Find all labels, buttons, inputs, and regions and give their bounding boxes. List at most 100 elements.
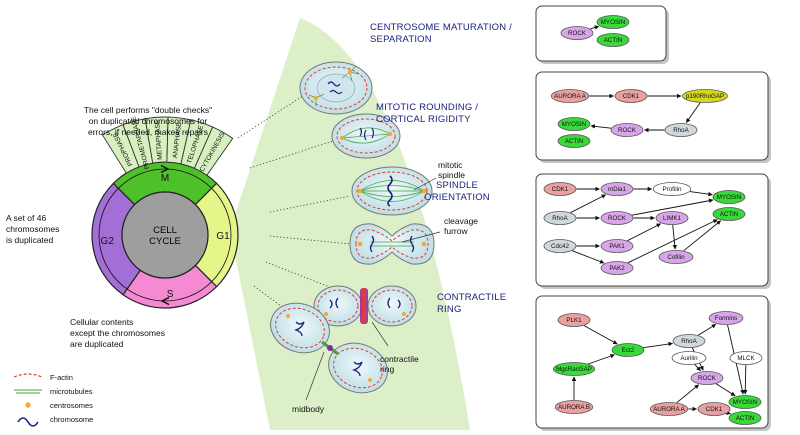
- node-shape: [614, 89, 648, 103]
- cell-prometaphase: [331, 113, 401, 159]
- node-label: MYOSIN: [562, 121, 586, 128]
- node-shape: [658, 250, 694, 264]
- node-rock: ROCK: [610, 123, 644, 137]
- pathway-panel-4: PLK1Ect2RhoAAurilinForminsMLCKMgcRacGAPR…: [535, 295, 771, 431]
- node-shape: [729, 351, 763, 365]
- cycle-orbit: [98, 168, 232, 302]
- node-label: ROCK: [698, 375, 717, 382]
- edge-rock-myo: [715, 383, 736, 397]
- node-label: MYOSIN: [601, 19, 625, 26]
- node-aul: Aurilin: [671, 351, 707, 365]
- node-label: Profilin: [663, 186, 682, 193]
- mitosis-cells: [270, 61, 435, 394]
- node-rock: ROCK: [560, 26, 594, 40]
- node-act: ACTIN: [728, 411, 762, 425]
- node-shape: [728, 395, 762, 409]
- cell-prophase: [299, 61, 373, 115]
- cycle-label-g1: G1: [216, 231, 230, 242]
- captions-layer: The cell performs "double checks"on dupl…: [6, 105, 478, 414]
- legend-symbol-factin: [13, 373, 43, 378]
- node-mlck: MLCK: [729, 351, 763, 365]
- node-shape: [596, 33, 630, 47]
- edge-rhoa-form: [697, 323, 717, 336]
- edge-pak2-act: [627, 219, 718, 264]
- cycle-arrow-bottom: [160, 296, 170, 306]
- phase-label-anaphase: ANAPHASE: [172, 121, 183, 158]
- node-label: Ect2: [622, 347, 635, 354]
- node-shape: [543, 211, 577, 225]
- edge-plk-ect: [583, 325, 618, 345]
- panel-edges: [589, 93, 701, 133]
- node-shape: [682, 89, 728, 103]
- label-midbody: midbody: [292, 404, 325, 414]
- node-cdc: Cdc42: [543, 239, 577, 253]
- node-rock: ROCK: [600, 211, 634, 225]
- edge-prof-myo: [689, 191, 713, 197]
- node-label: RhoA: [552, 215, 568, 222]
- node-limk: LIMK1: [655, 211, 689, 225]
- node-shape: [664, 123, 698, 137]
- node-shape: [690, 371, 724, 385]
- node-cdk: CDK1: [614, 89, 648, 103]
- node-label: ROCK: [618, 127, 637, 134]
- node-shape: [550, 89, 590, 103]
- edge-rock-myo: [631, 198, 714, 216]
- node-label: Cdc42: [551, 243, 569, 250]
- node-label: AURORA A: [554, 93, 587, 100]
- node-shape: [600, 211, 634, 225]
- node-label: PAK2: [609, 265, 625, 272]
- edge-aul-rock: [694, 364, 701, 372]
- node-label: CDK1: [706, 406, 723, 413]
- caption-g2: The cell performs "double checks"on dupl…: [84, 105, 212, 137]
- cell-label-leaders: [305, 177, 441, 401]
- node-label: AURORA B: [558, 404, 590, 411]
- node-shape: [554, 400, 594, 414]
- section-titles: CENTROSOME MATURATION /SEPARATIONMITOTIC…: [370, 22, 512, 315]
- node-form: Formins: [708, 311, 744, 325]
- panel-box: [535, 295, 769, 429]
- legend-item-3: chromosome: [17, 415, 93, 427]
- node-shape: [655, 211, 689, 225]
- node-label: RhoA: [673, 127, 689, 134]
- node-cdk: CDK1: [697, 402, 731, 416]
- legend-item-0: F-actin: [13, 373, 73, 382]
- node-pak2: PAK2: [600, 261, 634, 275]
- node-shape: [611, 343, 645, 357]
- phase-cell-cytokinesis: [193, 126, 234, 176]
- node-label: CDK1: [552, 186, 569, 193]
- node-shape: [600, 239, 634, 253]
- node-shape: [712, 190, 746, 204]
- edge-aura-rock: [676, 384, 700, 404]
- node-shape: [672, 334, 706, 348]
- node-prof: Profilin: [652, 182, 692, 196]
- edge-limk-cof: [672, 224, 678, 250]
- node-mgc: MgcRacGAP: [552, 362, 596, 376]
- legend-label-2: centrosomes: [50, 401, 93, 410]
- node-aurb: AURORA B: [554, 400, 594, 414]
- node-myo: MYOSIN: [557, 117, 591, 131]
- node-shape: [552, 362, 596, 376]
- node-shape: [728, 411, 762, 425]
- node-shape: [600, 261, 634, 275]
- node-cof: Cofilin: [658, 250, 694, 264]
- legend-item-1: microtubules: [14, 387, 93, 396]
- cell-cytokinesis: [270, 302, 388, 394]
- node-myo: MYOSIN: [712, 190, 746, 204]
- node-cdk: CDK1: [543, 182, 577, 196]
- node-aura: AURORA A: [649, 402, 689, 416]
- node-shape: [697, 402, 731, 416]
- node-label: mDia1: [608, 186, 626, 193]
- node-aur: AURORA A: [550, 89, 590, 103]
- node-shape: [712, 207, 746, 221]
- node-plk: PLK1: [557, 313, 591, 327]
- node-shape: [649, 402, 689, 416]
